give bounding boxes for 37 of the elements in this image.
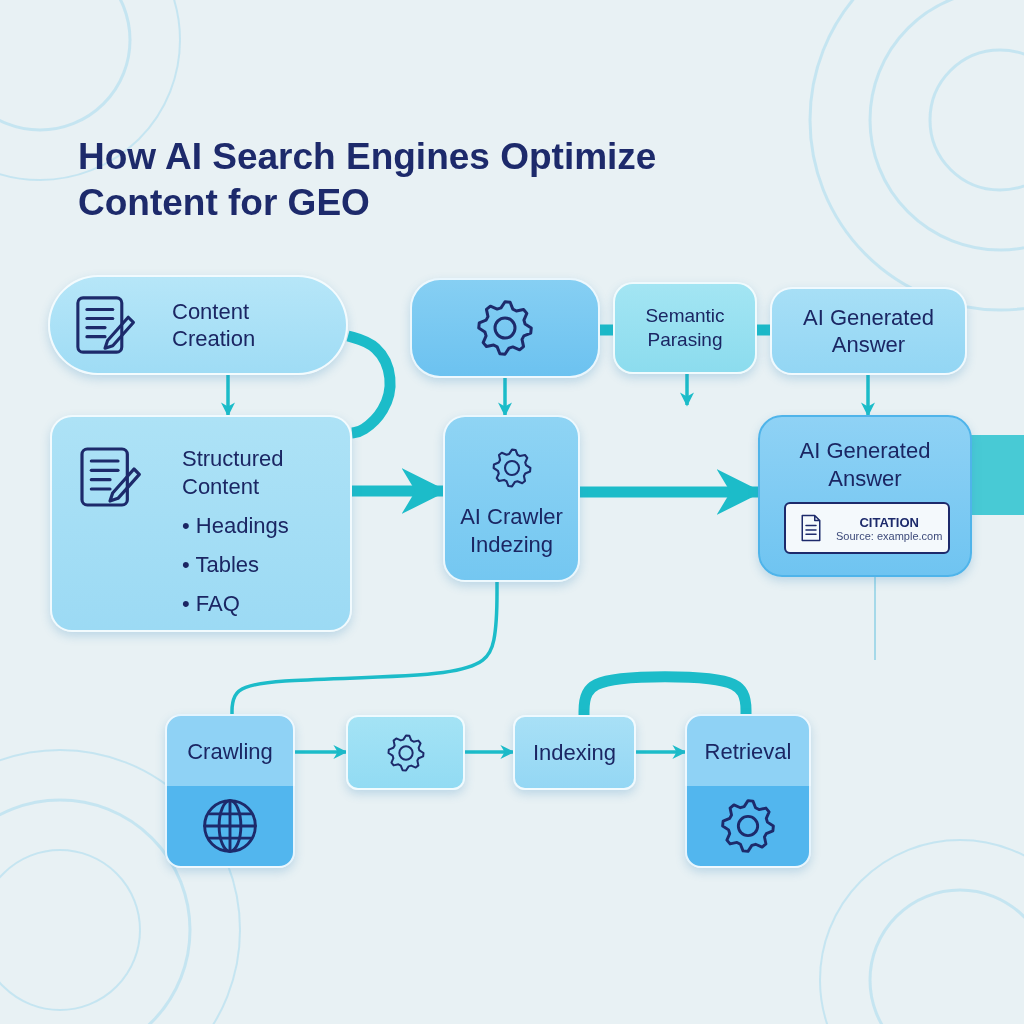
citation-card <box>784 502 950 554</box>
node-label: Indexing <box>532 738 617 767</box>
node-label: AI Crawler Indezing <box>459 503 564 558</box>
citation-heading: CITATION <box>858 514 920 530</box>
node-label: Retrieval <box>704 737 792 765</box>
bullet-item: • Headings <box>182 512 290 540</box>
diagram-title: How AI Search Engines Optimize Content for GEO <box>78 135 658 225</box>
process-pill <box>48 275 348 375</box>
arrow <box>636 745 687 759</box>
node-heading: Structured Content <box>182 445 285 500</box>
arrow <box>861 375 875 417</box>
process-box <box>685 714 811 868</box>
connector-line <box>757 324 770 336</box>
process-box <box>613 282 757 374</box>
connector-line <box>600 324 613 336</box>
process-box <box>443 415 580 582</box>
connector-line <box>230 582 499 714</box>
node-label: Crawling <box>187 737 273 765</box>
node-label: Semantic Parasing <box>644 304 726 352</box>
citation-source: Source: example.com <box>836 529 943 542</box>
arrow <box>221 375 235 417</box>
process-box <box>758 415 972 577</box>
process-box <box>410 278 600 378</box>
bullet-item: • FAQ <box>182 590 241 618</box>
process-box <box>50 415 352 632</box>
node-label: AI Generated Answer <box>802 303 935 359</box>
arrow <box>680 374 694 407</box>
process-box <box>770 287 967 375</box>
process-box <box>346 715 465 790</box>
arrow <box>295 745 348 759</box>
process-box <box>165 714 295 868</box>
node-label: AI Generated Answer <box>798 437 932 492</box>
node-label: Content Creation <box>172 297 257 353</box>
arrow <box>465 745 515 759</box>
bullet-item: • Tables <box>182 551 260 579</box>
process-box <box>513 715 636 790</box>
arrow <box>498 378 512 417</box>
